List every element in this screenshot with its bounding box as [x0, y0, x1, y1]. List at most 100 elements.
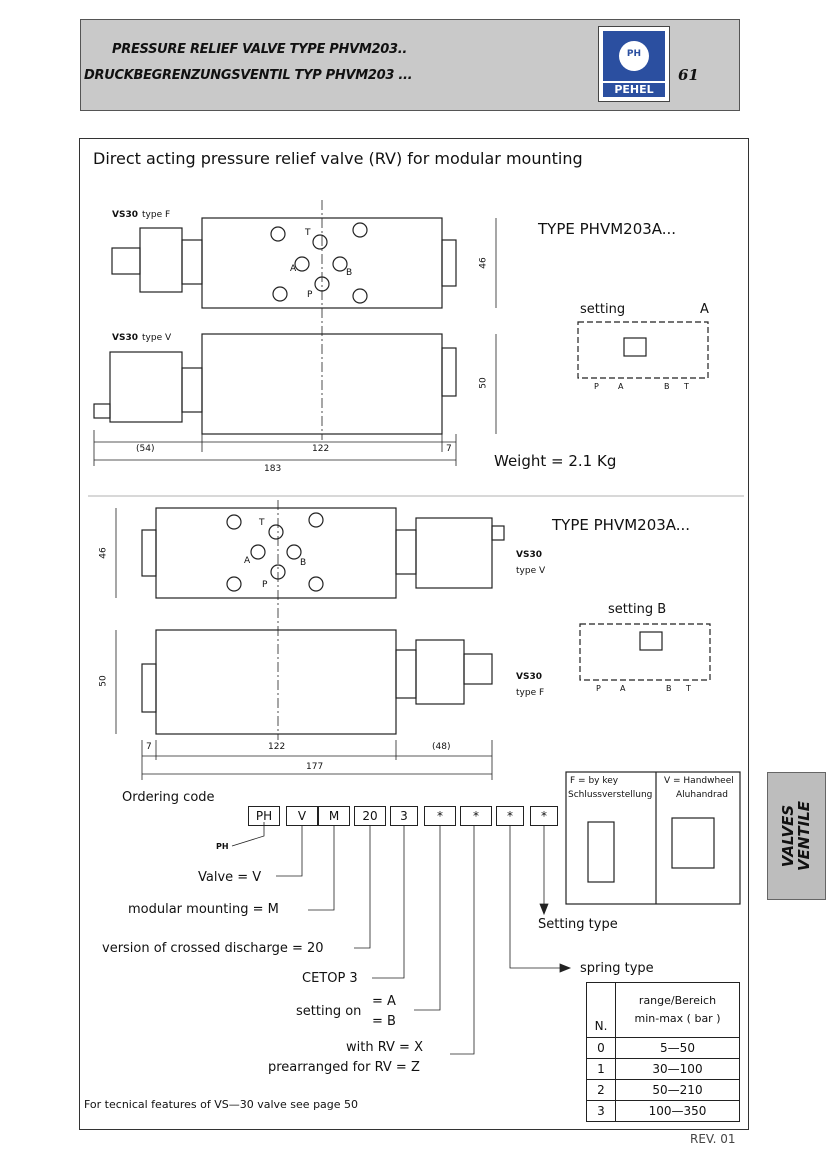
- port-b-b: B: [300, 558, 307, 568]
- ph-label: PH: [216, 842, 229, 851]
- valve-code-label: Valve = V: [198, 870, 262, 885]
- key-f-title: F = by key: [570, 776, 619, 786]
- port-p-a: P: [307, 290, 313, 300]
- vs30-f-label-a: VS30: [112, 210, 138, 220]
- row-range: 30—100: [615, 1058, 740, 1080]
- port-a-a: A: [290, 264, 297, 274]
- sym-b-a: B: [664, 382, 670, 391]
- modular-code-label: modular mounting = M: [128, 902, 279, 917]
- setting-eq-a: = A: [372, 994, 396, 1009]
- port-a-b: A: [244, 556, 251, 566]
- col-range-header: range/Bereich min-max ( bar ): [615, 982, 740, 1038]
- vs30-f-type-b: type F: [516, 688, 545, 698]
- content-frame: [79, 138, 749, 1130]
- type-label-b: TYPE PHVM203A...: [552, 516, 691, 534]
- code-box-star-1: *: [424, 806, 456, 826]
- prearranged-label: prearranged for RV = Z: [268, 1060, 420, 1075]
- footnote: For tecnical features of VS—30 valve see…: [84, 1098, 359, 1111]
- sym-a-b: A: [620, 684, 626, 693]
- setting-type-label: Setting type: [538, 917, 618, 932]
- port-p-b: P: [262, 580, 268, 590]
- dim-122-a: 122: [312, 444, 330, 454]
- revision: REV. 01: [690, 1132, 736, 1146]
- dim-177-b: 177: [306, 762, 324, 772]
- port-t-b: T: [259, 518, 265, 528]
- port-b-a: B: [346, 268, 353, 278]
- col-range-line1: range/Bereich: [638, 994, 717, 1007]
- side-tab-text: VALVES VENTILE: [779, 800, 813, 872]
- sym-b-b: B: [666, 684, 672, 693]
- spring-type-label: spring type: [580, 961, 654, 976]
- vs30-f-label-b: VS30: [516, 672, 542, 682]
- key-f-sub: Schlussverstellung: [568, 790, 653, 800]
- valve-body-bottom-b: [155, 629, 397, 735]
- code-box-v: V: [286, 806, 318, 826]
- pehel-logo: PH PEHEL: [598, 26, 670, 102]
- row-range: 100—350: [615, 1100, 740, 1122]
- header-title-en: PRESSURE RELIEF VALVE TYPE PHVM203..: [112, 42, 407, 57]
- vs30-v-label-b: VS30: [516, 550, 542, 560]
- dim-46-a: 46: [478, 257, 489, 269]
- dim-46-b: 46: [98, 547, 109, 559]
- row-n: 1: [586, 1058, 616, 1080]
- vs30-v-type-b: type V: [516, 566, 546, 576]
- code-box-star-3: *: [496, 806, 524, 826]
- dim-48-b: (48): [432, 742, 451, 752]
- dim-122-b: 122: [268, 742, 286, 752]
- side-tab: [767, 772, 826, 900]
- dim-50-a: 50: [478, 377, 489, 389]
- dim-50-b: 50: [98, 675, 109, 687]
- main-title: Direct acting pressure relief valve (RV)…: [93, 149, 583, 168]
- vs30-v-type-a: type V: [142, 333, 172, 343]
- sym-a-a: A: [618, 382, 624, 391]
- ordering-title: Ordering code: [122, 790, 215, 805]
- logo-mark: PH: [626, 49, 642, 59]
- setting-on-label: setting on: [296, 1004, 362, 1019]
- row-range: 50—210: [615, 1079, 740, 1101]
- cetop-label: CETOP 3: [302, 971, 358, 986]
- dim-7-a: 7: [446, 444, 452, 454]
- type-label-a: TYPE PHVM203A...: [538, 220, 677, 238]
- key-v-sub: Aluhandrad: [676, 790, 728, 800]
- with-rv-label: with RV = X: [346, 1040, 423, 1055]
- vs30-f-type-a: type F: [142, 210, 171, 220]
- sym-t-b: T: [686, 684, 691, 693]
- row-range: 5—50: [615, 1037, 740, 1059]
- sym-p-b: P: [596, 684, 601, 693]
- weight-label: Weight = 2.1 Kg: [494, 452, 617, 470]
- side-tab-line1: VALVES: [779, 804, 797, 868]
- setting-side-a: A: [700, 302, 709, 317]
- col-range-line2: min-max ( bar ): [634, 1012, 721, 1025]
- row-n: 0: [586, 1037, 616, 1059]
- logo-text: PEHEL: [603, 83, 665, 97]
- key-v-title: V = Handwheel: [664, 776, 734, 786]
- code-box-star-2: *: [460, 806, 492, 826]
- port-t-a: T: [305, 228, 311, 238]
- code-box-ph: PH: [248, 806, 280, 826]
- page-number: 61: [678, 66, 699, 84]
- sym-p-a: P: [594, 382, 599, 391]
- setting-label-a: setting: [580, 302, 626, 317]
- header-title-de: DRUCKBEGRENZUNGSVENTIL TYP PHVM203 ...: [84, 68, 413, 83]
- row-n: 2: [586, 1079, 616, 1101]
- valve-body-top-b: [155, 507, 397, 599]
- row-n: 3: [586, 1100, 616, 1122]
- setting-eq-b: = B: [372, 1014, 396, 1029]
- side-tab-line2: VENTILE: [795, 800, 813, 872]
- code-box-20: 20: [354, 806, 386, 826]
- sym-t-a: T: [684, 382, 689, 391]
- code-box-3: 3: [390, 806, 418, 826]
- code-box-star-4: *: [530, 806, 558, 826]
- setting-label-b: setting B: [608, 602, 667, 617]
- code-box-m: M: [318, 806, 350, 826]
- version-code-label: version of crossed discharge = 20: [102, 941, 324, 956]
- logo-circle: [619, 41, 649, 71]
- dim-7-b: 7: [146, 742, 152, 752]
- col-n-header: N.: [586, 982, 616, 1038]
